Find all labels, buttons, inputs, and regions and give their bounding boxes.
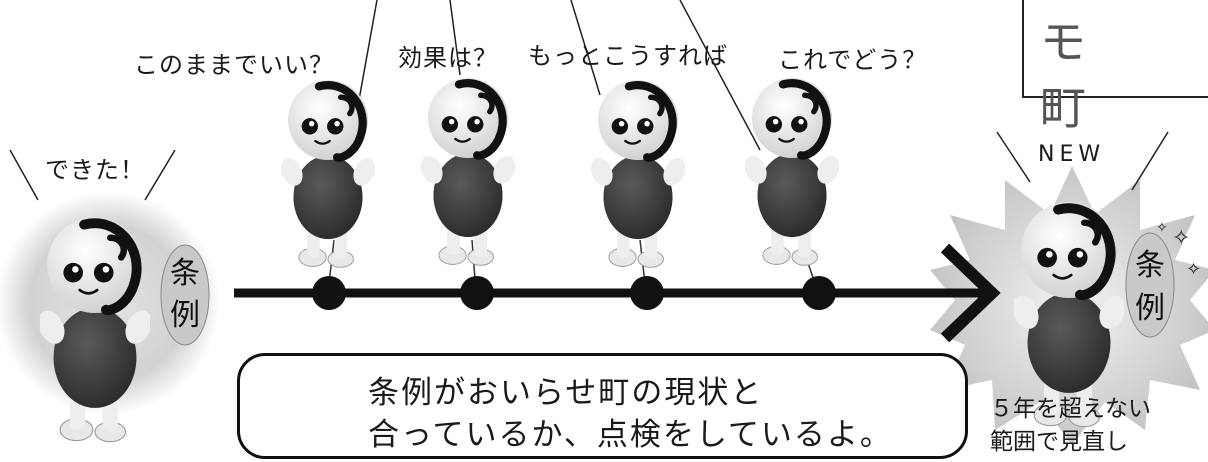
timeline-dot [312,276,346,310]
timeline-dot [630,276,664,310]
timeline-dot [802,276,836,310]
ordinance-badge-right: 条 例 [1125,232,1175,338]
label-start: できた！ [45,156,145,184]
mascot-stage1 [276,80,379,267]
badge-char: 例 [1135,291,1165,326]
pointer-line [449,0,461,76]
label-stage2: 効果は？ [398,44,498,72]
title-fragment: モ 町 [1040,15,1112,135]
timeline-arrowhead [940,243,1001,343]
sparkle-icon: ✧ [1186,259,1201,280]
label-stage1: このままでいい？ [134,51,334,79]
ordinance-badge-left: 条 例 [160,244,210,346]
speech-line-2: 合っているか、点検をしているよ。 [368,417,893,453]
badge-char: 例 [170,298,200,333]
pointer-line [679,0,761,151]
badge-char: 条 [1135,248,1165,283]
label-new: NEW [1038,142,1106,167]
mascot-stage3 [586,80,689,267]
timeline-dot [460,276,494,310]
label-stage3: もっとこうすれば [528,42,728,70]
sparkle-icon: ✧ [1172,226,1190,251]
speech-line-1: 条例がおいらせ町の現状と [368,375,764,411]
label-stage4: これでどう？ [778,46,928,74]
title-frame: モ 町 [1022,0,1208,135]
speech-bubble: 条例がおいらせ町の現状と 合っているか、点検をしているよ。 [237,353,968,459]
mascot-stage4 [740,78,843,265]
sparkle-icon: ✧ [1156,220,1168,236]
pointer-line [570,0,601,96]
review-note-line-2: 範囲で見直し [990,429,1128,455]
mascot-stage2 [416,78,519,265]
review-note-line-1: ５年を超えない [990,396,1151,422]
badge-char: 条 [170,256,200,291]
